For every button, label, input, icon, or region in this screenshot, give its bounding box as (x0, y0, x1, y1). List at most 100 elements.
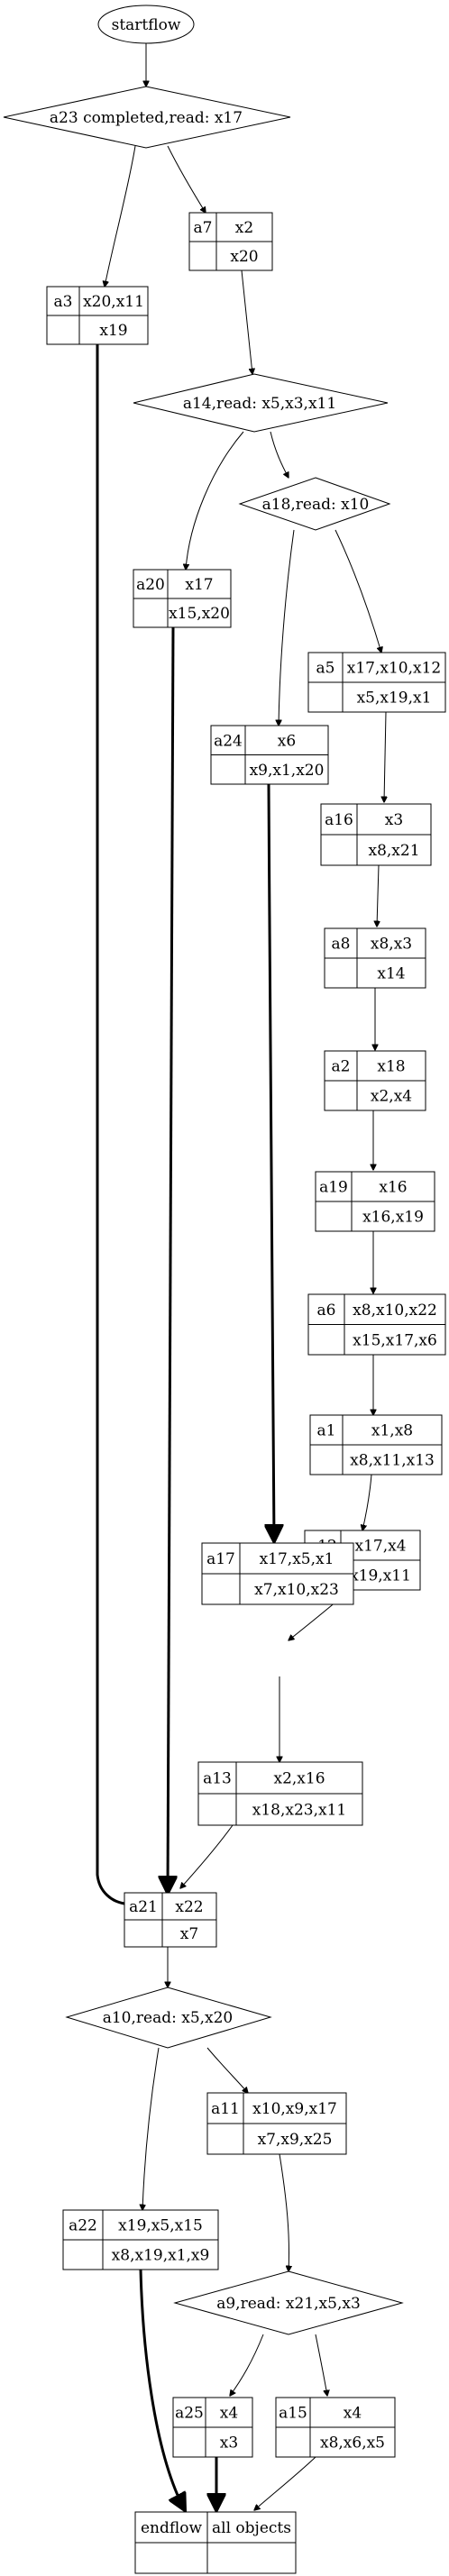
decision-d3-shape (238, 477, 391, 531)
record-a21: a21 x22 x7 (124, 1892, 217, 1948)
record-reads: x17,x4 (354, 1538, 406, 1556)
record-reads: x22 (175, 1898, 203, 1916)
decision-d5-shape (173, 2270, 404, 2335)
record-writes: x3 (220, 2434, 238, 2453)
record-writes: x14 (377, 965, 405, 983)
record-reads: x4 (344, 2405, 362, 2423)
record-reads: x6 (278, 732, 296, 750)
record-id: a3 (54, 293, 73, 311)
decision-d5-label: a9,read: x21,x5,x3 (216, 2295, 361, 2313)
record-id: a7 (194, 219, 213, 237)
record-writes: x20 (230, 248, 258, 266)
edge-a11-d5 (279, 2153, 289, 2271)
record-writes: x7 (180, 1925, 198, 1943)
edge-a20-a21 (168, 626, 173, 1893)
record-a11: a11 x10,x9,x17 x7,x9,x25 (206, 2092, 347, 2155)
record-writes: x19,x11 (350, 1567, 411, 1585)
record-writes: x9,x1,x20 (250, 762, 325, 780)
edge-d5-a15 (315, 2334, 327, 2396)
record-a13: a13 x2,x16 x18,x23,x11 (197, 1761, 363, 1826)
record-writes: x8,x19,x1,x9 (112, 2247, 210, 2265)
record-writes: x7,x9,x25 (258, 2131, 333, 2149)
edge-a24-a17 (269, 783, 274, 1541)
record-writes: x8,x11,x13 (350, 1452, 435, 1470)
record-id: a22 (69, 2217, 97, 2235)
record-reads: x19,x5,x15 (118, 2217, 203, 2235)
decision-d2-label: a14,read: x5,x3,x11 (183, 395, 336, 413)
start-ellipse (97, 5, 195, 44)
decision-d5: a9,read: x21,x5,x3 (173, 2270, 404, 2335)
record-id: a21 (129, 1898, 158, 1916)
edge-a7-d2 (241, 269, 252, 374)
record-reads: x2,x16 (273, 1770, 325, 1788)
record-id: a16 (325, 811, 353, 829)
record-a3: a3 x20,x11 x19 (46, 286, 149, 345)
edge-d2-d3 (270, 431, 289, 478)
decision-d4: a10,read: x5,x20 (65, 1987, 272, 2049)
record-id: a17 (206, 1550, 235, 1568)
start-label: startflow (112, 16, 181, 34)
decision-d2: a14,read: x5,x3,x11 (133, 373, 389, 433)
edge-a15-allobjects (254, 2456, 316, 2510)
edge-d1-a7 (167, 145, 206, 213)
edge-d5-a25 (230, 2334, 264, 2396)
record-id: a25 (175, 2405, 204, 2423)
decision-d2-shape (133, 373, 389, 433)
edges (95, 43, 387, 2510)
edge-d1-a3 (105, 145, 136, 287)
record-reads: x16 (379, 1179, 407, 1197)
record-a20: a20 x17 x15,x20 (133, 569, 232, 628)
record-reads: x17,x10,x12 (347, 660, 441, 678)
record-reads: x20,x11 (83, 293, 144, 311)
record-reads: x8,x10,x22 (353, 1302, 437, 1320)
edge-d4-a22 (142, 2047, 160, 2210)
decision-d4-label: a10,read: x5,x20 (103, 2009, 234, 2027)
decision-d1-shape (3, 86, 291, 149)
edge-a5-a16 (384, 711, 386, 802)
record-writes: x5,x19,x1 (357, 690, 432, 708)
decision-d3: a18,read: x10 (238, 477, 391, 531)
record-reads: x10,x9,x17 (252, 2100, 337, 2118)
record-id: a13 (203, 1770, 232, 1788)
edge-d4-a11 (206, 2047, 248, 2093)
record-writes: x15,x20 (169, 605, 230, 623)
edge-a1-a12 (362, 1474, 372, 1530)
record-writes: x16,x19 (362, 1209, 424, 1227)
record-writes: x19 (99, 322, 127, 340)
record-id: a1 (317, 1422, 336, 1440)
record-reads: x17 (185, 576, 213, 594)
record-a22: a22 x19,x5,x15 x8,x19,x1,x9 (62, 2209, 219, 2270)
record-writes: x2,x4 (371, 1088, 412, 1106)
edge-a22-endflow (139, 2269, 185, 2510)
record-writes: x15,x17,x6 (353, 1331, 437, 1349)
decision-d3-label: a18,read: x10 (262, 496, 370, 514)
edge-a13-a21 (180, 1824, 234, 1888)
record-id: a11 (211, 2100, 240, 2118)
record-id: a20 (136, 576, 165, 594)
record-writes: x7,x10,x23 (254, 1581, 339, 1599)
record-reads: x18 (377, 1058, 405, 1076)
end-right-label: all objects (212, 2519, 291, 2537)
decision-d1-label: a23 completed,read: x17 (50, 109, 243, 127)
edge-a16-a8 (377, 864, 379, 927)
record-a17: a17 x17,x5,x1 x7,x10,x23 (201, 1542, 354, 1605)
record-writes: x8,x21 (368, 842, 419, 860)
start-node: startflow (97, 5, 195, 44)
edge-d2-a20 (186, 431, 244, 570)
record-id: a8 (332, 936, 351, 954)
record-reads: x17,x5,x1 (260, 1550, 334, 1568)
record-writes: x18,x23,x11 (252, 1802, 346, 1820)
record-id: a15 (279, 2405, 307, 2423)
edge-a3-a21 (95, 343, 125, 1905)
end-node: endflow all objects (134, 2511, 297, 2574)
